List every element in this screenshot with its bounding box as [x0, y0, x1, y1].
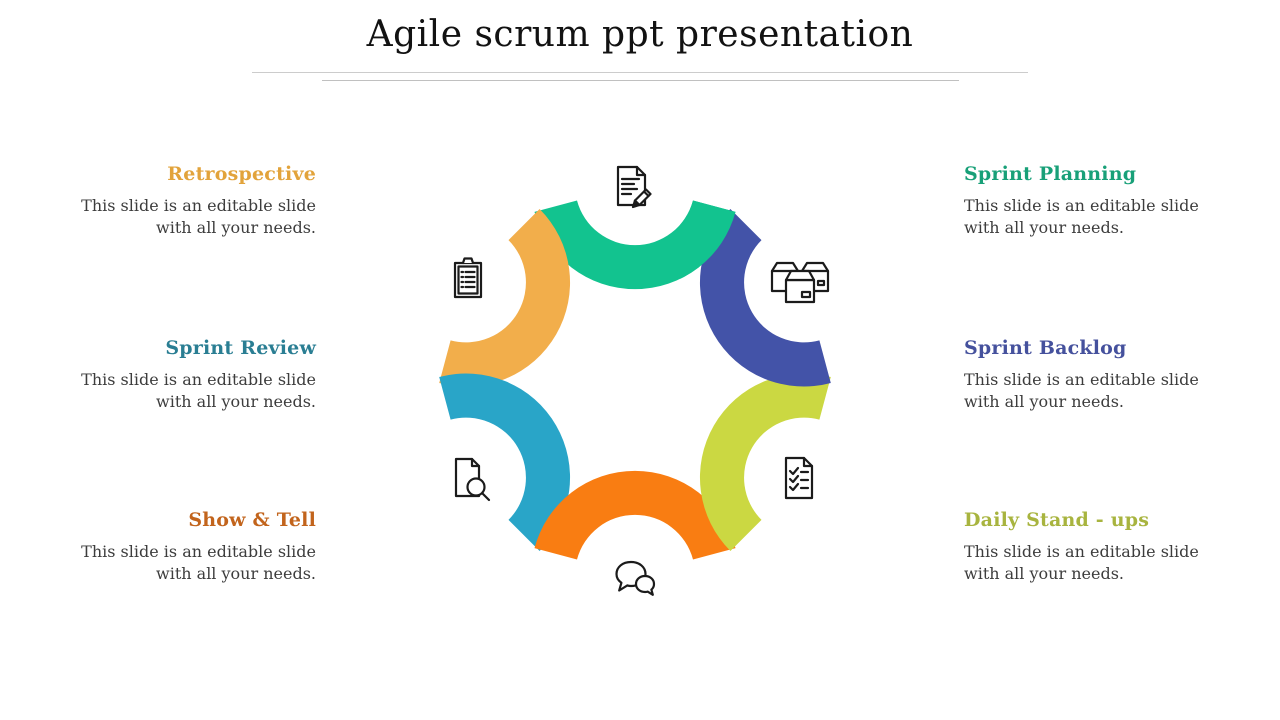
step-sprint-review: Sprint Review This slide is an editable …: [64, 337, 316, 413]
document-search-icon: [449, 456, 491, 502]
document-edit-icon: [609, 164, 657, 210]
step-show-and-tell: Show & Tell This slide is an editable sl…: [64, 509, 316, 585]
boxes-icon: [768, 254, 832, 306]
speech-bubbles-icon: [610, 558, 660, 600]
step-sprint-backlog: Sprint Backlog This slide is an editable…: [964, 337, 1216, 413]
title-divider-bottom: [322, 80, 959, 81]
title-divider-top: [252, 72, 1028, 73]
step-description: This slide is an editable slide with all…: [964, 196, 1199, 237]
step-title: Daily Stand - ups: [964, 509, 1150, 531]
arc-show-and-tell: [534, 470, 736, 560]
step-title: Sprint Planning: [964, 163, 1137, 185]
step-description: This slide is an editable slide with all…: [81, 370, 316, 411]
arc-sprint-backlog: [699, 209, 831, 387]
arc-sprint-planning-tip: [680, 200, 736, 279]
step-sprint-planning: Sprint Planning This slide is an editabl…: [964, 163, 1216, 239]
clipboard-icon: [448, 256, 488, 300]
step-description: This slide is an editable slide with all…: [964, 370, 1199, 411]
step-title: Sprint Backlog: [964, 337, 1127, 359]
step-description: This slide is an editable slide with all…: [964, 542, 1199, 583]
step-retrospective: Retrospective This slide is an editable …: [64, 163, 316, 239]
step-description: This slide is an editable slide with all…: [81, 542, 316, 583]
step-description: This slide is an editable slide with all…: [81, 196, 316, 237]
page-title: Agile scrum ppt presentation: [366, 14, 914, 55]
scrum-cycle-diagram: [439, 200, 831, 560]
checklist-icon: [779, 455, 817, 501]
arc-retrospective: [439, 209, 571, 387]
step-title: Sprint Review: [165, 337, 316, 359]
arc-sprint-review: [439, 373, 571, 551]
step-title: Retrospective: [167, 163, 316, 185]
step-title: Show & Tell: [188, 509, 316, 531]
step-daily-stand-ups: Daily Stand - ups This slide is an edita…: [964, 509, 1216, 585]
arc-daily-stand-ups: [699, 373, 831, 551]
